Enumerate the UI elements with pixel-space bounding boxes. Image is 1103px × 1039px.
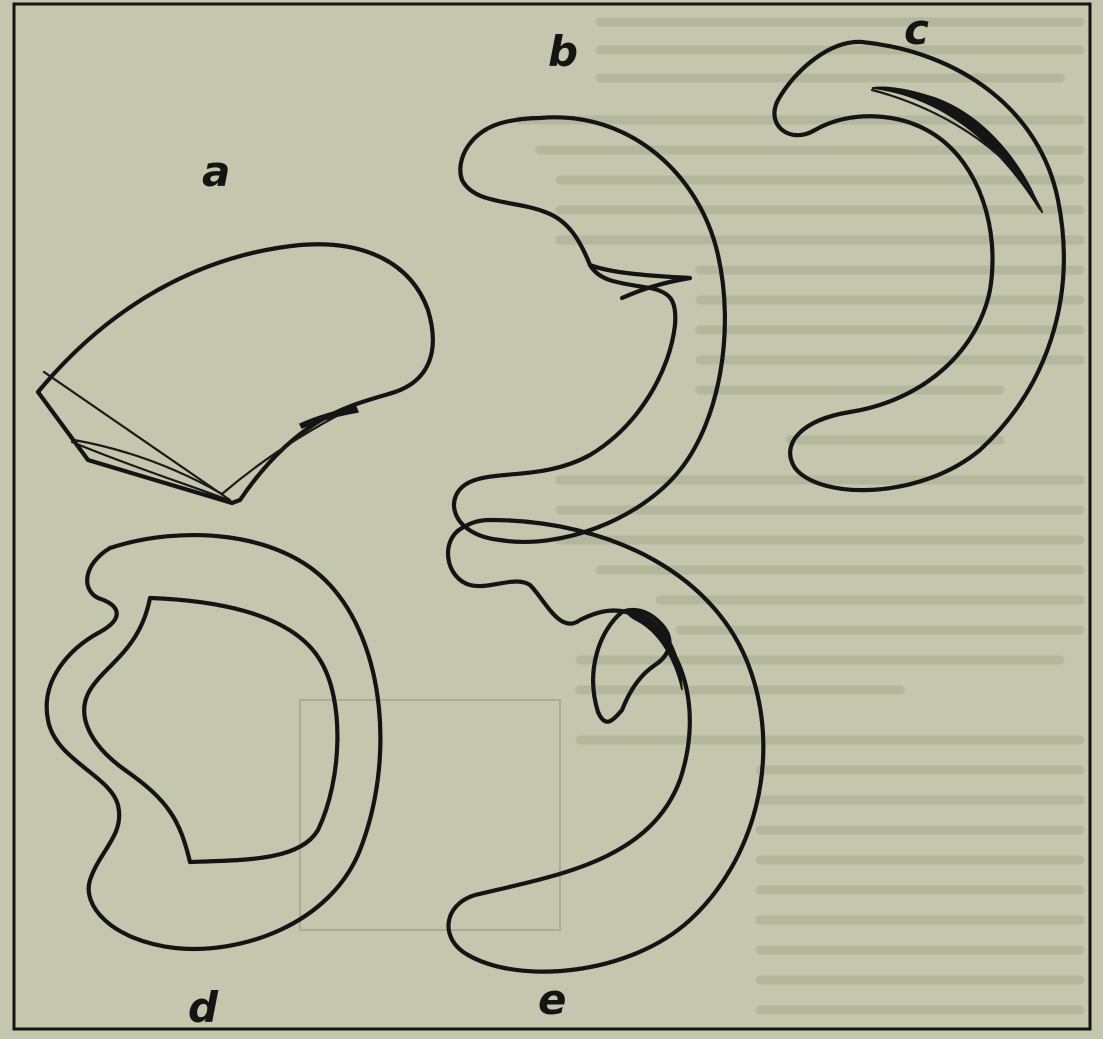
section-a-dark-band [300, 407, 358, 428]
label-a: a [202, 147, 230, 196]
label-d: d [188, 983, 219, 1032]
label-c: c [904, 5, 929, 54]
label-b: b [548, 27, 578, 76]
section-e-dark-band [626, 610, 682, 690]
section-e [448, 520, 763, 972]
section-a [38, 244, 433, 503]
section-a-outline [38, 244, 433, 503]
background-text-bleed [300, 22, 1080, 1010]
section-e-outer-outline [448, 520, 763, 972]
section-d [47, 535, 381, 949]
section-b-notch [590, 265, 690, 298]
label-e: e [538, 975, 567, 1024]
